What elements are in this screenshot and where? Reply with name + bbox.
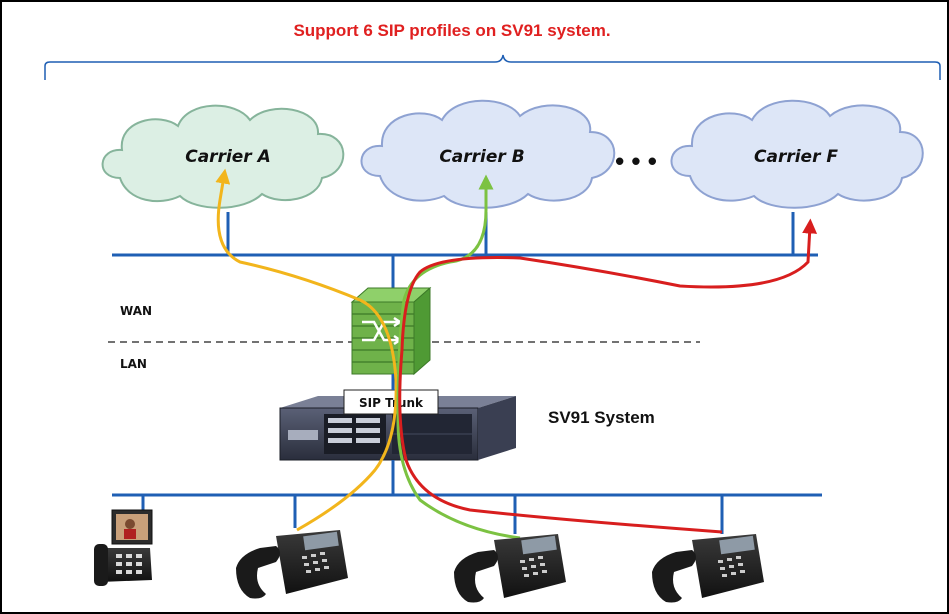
video-phone-icon xyxy=(94,509,153,586)
path-carrier-f-red xyxy=(398,218,818,534)
carrier-a-label: Carrier A xyxy=(185,147,271,167)
system-label: SV91 System xyxy=(548,408,655,427)
cloud-carrier-b: Carrier B xyxy=(360,99,616,209)
lan-label: LAN xyxy=(120,357,147,371)
desk-phone-icon xyxy=(236,530,348,599)
sip-trunk-label: SIP Trunk xyxy=(359,396,424,410)
carrier-f-label: Carrier F xyxy=(754,147,838,167)
carrier-b-label: Carrier B xyxy=(439,147,524,167)
brace xyxy=(44,54,941,80)
path-carrier-a-yellow xyxy=(215,168,398,532)
pbx-system-icon xyxy=(279,396,516,461)
diagram-title: Support 6 SIP profiles on SV91 system. xyxy=(293,21,610,40)
lan-bus xyxy=(112,374,822,534)
cloud-carrier-a: Carrier A xyxy=(101,104,345,209)
sip-trunk-box: SIP Trunk xyxy=(343,389,439,415)
desk-phone-icon xyxy=(454,534,566,603)
cloud-carrier-f: Carrier F xyxy=(670,99,924,209)
desk-phone-icon xyxy=(652,534,764,603)
wan-label: WAN xyxy=(120,304,152,318)
carriers-ellipsis: • • • xyxy=(615,146,657,176)
